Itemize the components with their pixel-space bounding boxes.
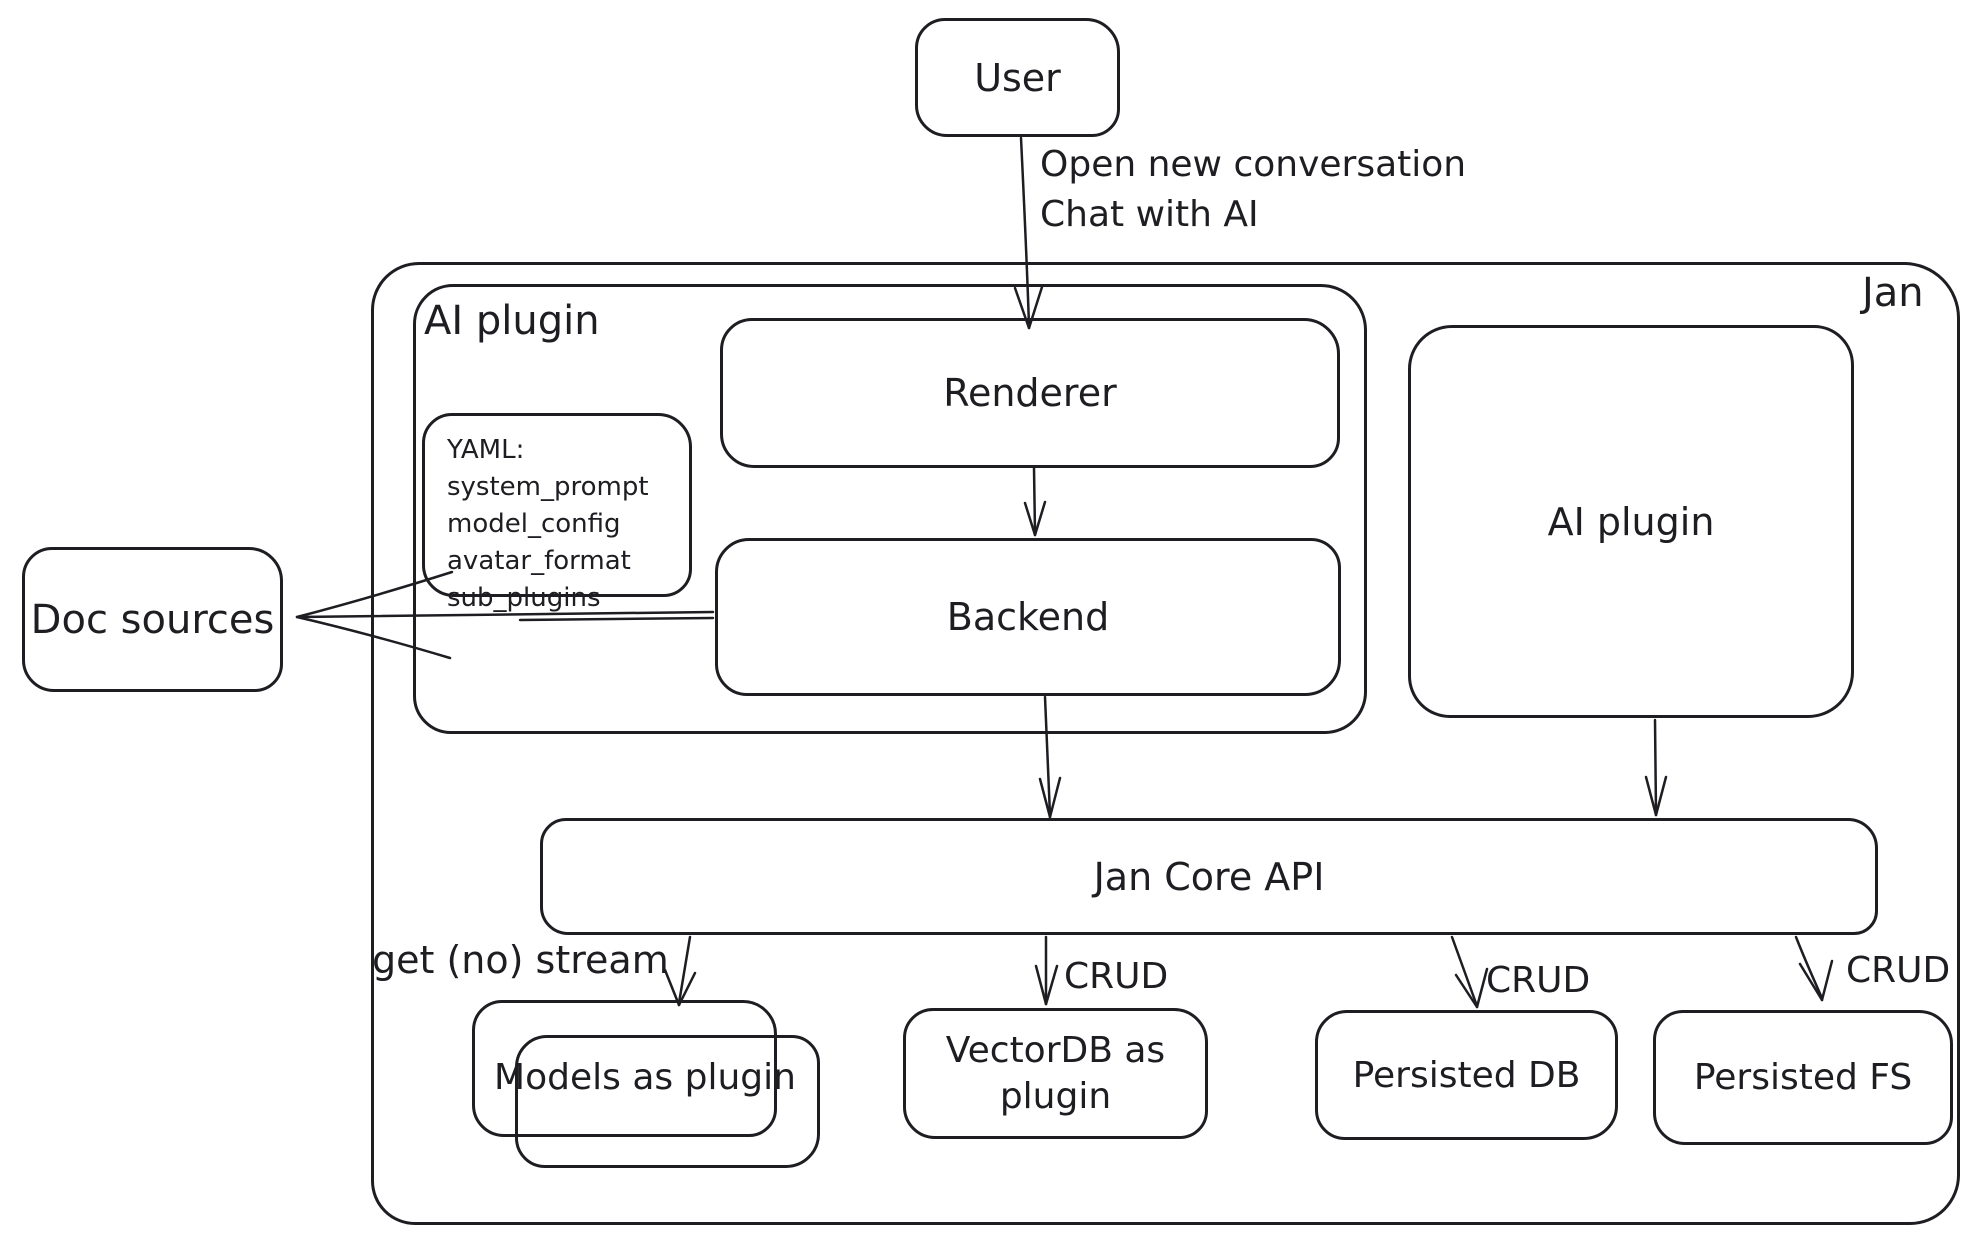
node-backend: Backend xyxy=(715,538,1341,696)
node-renderer: Renderer xyxy=(720,318,1340,468)
node-vectordb-label: VectorDB as plugin xyxy=(945,1029,1166,1117)
node-doc-sources-label: Doc sources xyxy=(30,596,275,643)
node-ai-plugin-right: AI plugin xyxy=(1408,325,1854,718)
node-persisted-db: Persisted DB xyxy=(1315,1010,1618,1140)
edge-label-crud-persisted-fs: CRUD xyxy=(1846,950,1951,991)
node-user: User xyxy=(915,18,1120,137)
edge-label-crud-vectordb: CRUD xyxy=(1064,956,1169,997)
edge-label-line1: Open new conversation xyxy=(1040,144,1467,185)
node-models-as-plugin-outer xyxy=(472,1000,777,1137)
yaml-line: system_prompt xyxy=(447,472,649,502)
node-backend-label: Backend xyxy=(946,595,1110,639)
edge-label-crud-persisted-db: CRUD xyxy=(1486,960,1591,1001)
yaml-line: avatar_format xyxy=(447,546,631,576)
yaml-line: model_config xyxy=(447,509,621,539)
node-renderer-label: Renderer xyxy=(943,371,1117,415)
container-jan xyxy=(371,262,1960,1225)
node-user-label: User xyxy=(974,55,1061,100)
yaml-line: sub_plugins xyxy=(447,583,601,613)
node-vectordb-as-plugin: VectorDB as plugin xyxy=(903,1008,1208,1139)
node-models-as-plugin-inner xyxy=(515,1035,820,1168)
node-persisted-db-label: Persisted DB xyxy=(1352,1054,1581,1096)
node-models-as-plugin-label: Models as plugin xyxy=(494,1057,796,1098)
edge-label-user-to-renderer: Open new conversation Chat with AI xyxy=(1040,140,1466,240)
node-doc-sources: Doc sources xyxy=(22,547,283,692)
node-persisted-fs-label: Persisted FS xyxy=(1693,1057,1913,1098)
yaml-note-text: YAML: system_prompt model_config avatar_… xyxy=(425,416,649,617)
node-jan-core-api-label: Jan Core API xyxy=(1093,854,1325,899)
node-jan-core-api: Jan Core API xyxy=(540,818,1878,935)
node-yaml-note: YAML: system_prompt model_config avatar_… xyxy=(422,413,692,613)
container-ai-plugin-label: AI plugin xyxy=(424,298,600,344)
container-ai-plugin xyxy=(413,284,1367,734)
edge-label-get-no-stream: get (no) stream xyxy=(372,938,669,982)
node-ai-plugin-right-label: AI plugin xyxy=(1547,499,1715,544)
node-persisted-fs: Persisted FS xyxy=(1653,1010,1953,1145)
container-jan-label: Jan xyxy=(1862,270,1924,316)
edge-label-line2: Chat with AI xyxy=(1040,194,1259,235)
yaml-line: YAML: xyxy=(447,435,525,465)
